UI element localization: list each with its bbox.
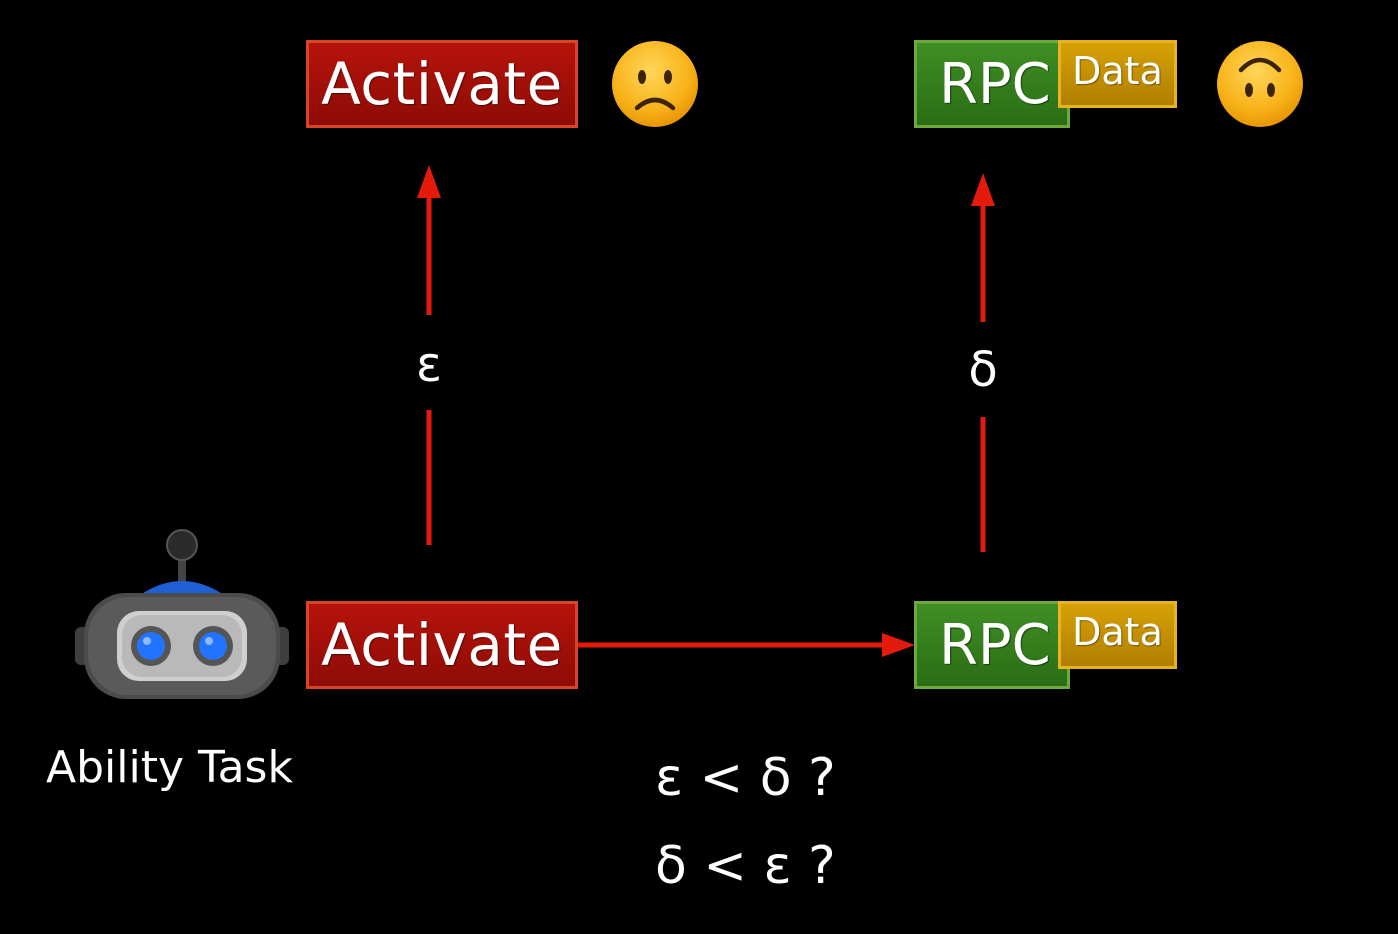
bottom-data-label: Data: [1072, 610, 1163, 654]
bottom-data-box: Data: [1058, 601, 1177, 669]
bottom-rpc-label: RPC: [939, 612, 1051, 678]
robot-label: Ability Task: [46, 742, 293, 793]
top-activate-label: Activate: [321, 50, 563, 118]
robot-icon: [75, 529, 289, 699]
epsilon-edge-label: ε: [416, 337, 442, 393]
left-vertical-arrow: [417, 165, 441, 545]
frowning-face-icon: [612, 41, 698, 127]
delta-edge-label: δ: [968, 342, 998, 398]
top-data-box: Data: [1058, 40, 1177, 108]
bottom-activate-box: Activate: [306, 601, 578, 689]
bottom-rpc-box: RPC: [914, 601, 1070, 689]
bottom-activate-label: Activate: [321, 611, 563, 679]
top-rpc-label: RPC: [939, 51, 1051, 117]
horizontal-arrow: [578, 633, 915, 657]
right-vertical-arrow: [971, 173, 995, 552]
question-delta-less-epsilon: δ < ε ?: [655, 836, 836, 896]
upside-down-face-icon: [1217, 41, 1303, 127]
top-rpc-box: RPC: [914, 40, 1070, 128]
top-data-label: Data: [1072, 49, 1163, 93]
top-activate-box: Activate: [306, 40, 578, 128]
question-epsilon-less-delta: ε < δ ?: [655, 748, 836, 808]
